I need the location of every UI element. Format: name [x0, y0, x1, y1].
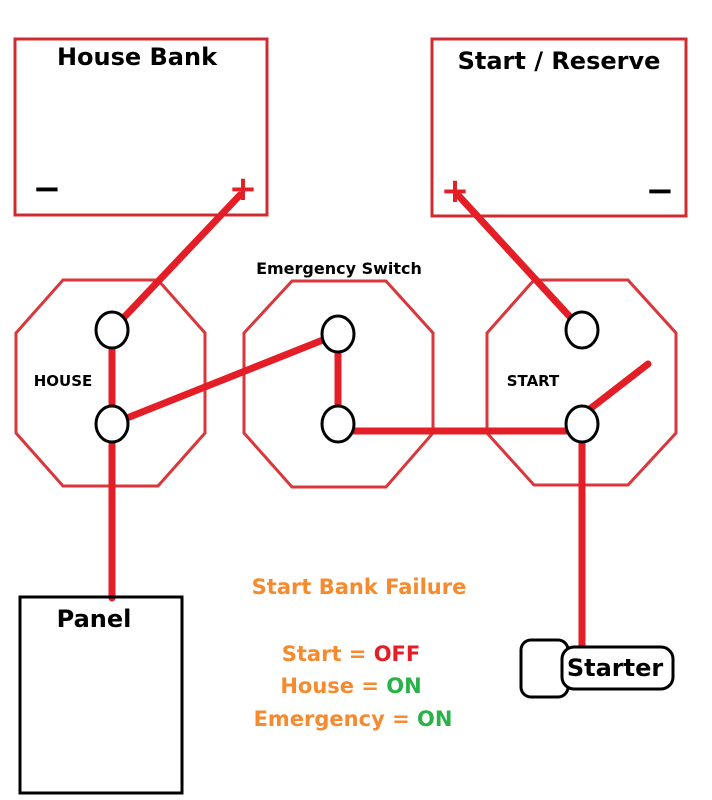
start-reserve-title: Start / Reserve	[458, 47, 661, 75]
panel-title: Panel	[57, 605, 132, 633]
status-house-value: ON	[386, 674, 421, 698]
status-start-label: Start =	[282, 642, 374, 666]
status-emergency-value: ON	[417, 707, 452, 731]
start-reserve-positive: +	[441, 171, 470, 211]
start-switch-terminal-bottom	[564, 404, 600, 444]
start-switch-label: START	[507, 372, 560, 390]
house-bank-negative: −	[33, 169, 62, 209]
start-switch-hexagon	[485, 278, 678, 487]
start-reserve-box	[430, 37, 688, 218]
emergency-switch-terminal-bottom	[320, 404, 356, 444]
wire-house-pos-to-house-switch	[108, 191, 244, 334]
house-bank-title: House Bank	[57, 43, 218, 71]
emergency-switch-terminal-top	[320, 314, 356, 354]
status-emergency: Emergency = ON	[254, 707, 453, 731]
house-switch-terminal-bottom	[94, 404, 130, 444]
house-bank-positive: +	[229, 169, 258, 209]
house-bank-box	[13, 37, 269, 217]
starter-title: Starter	[567, 654, 664, 682]
scenario-title: Start Bank Failure	[252, 575, 467, 599]
status-start-value: OFF	[374, 642, 421, 666]
status-start: Start = OFF	[282, 642, 421, 666]
start-switch-terminal-top	[564, 310, 600, 350]
status-emergency-label: Emergency =	[254, 707, 417, 731]
starter-body	[560, 645, 675, 691]
status-house-label: House =	[280, 674, 386, 698]
house-switch-label: HOUSE	[34, 372, 93, 390]
wire-start-switch-open-lever	[582, 360, 652, 416]
house-switch-hexagon	[14, 278, 207, 488]
wire-house-to-emergency	[108, 330, 342, 428]
status-house: House = ON	[280, 674, 421, 698]
wire-start-pos-to-start-switch	[454, 191, 586, 334]
house-switch-terminal-top	[94, 310, 130, 350]
emergency-switch-title: Emergency Switch	[256, 259, 422, 278]
start-reserve-negative: −	[646, 171, 675, 211]
panel-box	[18, 595, 184, 795]
